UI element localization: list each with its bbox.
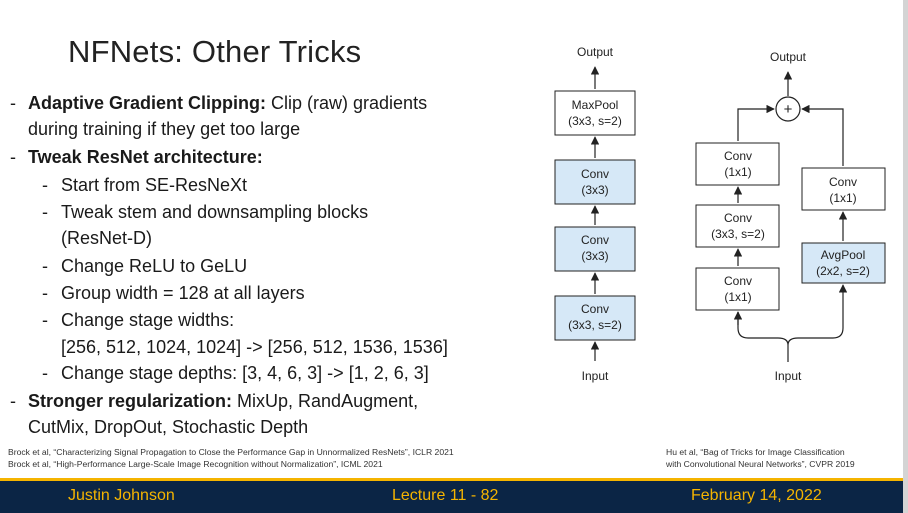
block-label: MaxPool [572, 98, 619, 112]
sub-bullet-continuation: [256, 512, 1024, 1024] -> [256, 512, 153… [61, 337, 448, 357]
block-sub-label: (2x2, s=2) [816, 264, 870, 278]
block-sub-label: (3x3, s=2) [568, 318, 622, 332]
sub-bullet-continuation: (ResNet-D) [61, 228, 153, 248]
conv-block [695, 204, 780, 248]
slide-title: NFNets: Other Tricks [68, 34, 362, 69]
reference-left-2: Brock et al, “High-Performance Large-Sca… [8, 459, 383, 469]
block-label: Conv [581, 233, 609, 247]
conv-block [554, 295, 636, 341]
block-label: AvgPool [821, 248, 865, 262]
stem-diagram: Output MaxPool (3x3, s=2) Conv (3x3) Con… [554, 45, 636, 383]
slide-footer: Justin Johnson Lecture 11 - 82 February … [0, 478, 903, 513]
reference-right-1: Hu et al, “Bag of Tricks for Image Class… [666, 447, 845, 457]
block-label: Conv [724, 149, 752, 163]
conv-block [554, 159, 636, 205]
footer-date: February 14, 2022 [691, 487, 822, 504]
reference-right-2: with Convolutional Neural Networks”, CVP… [666, 459, 855, 469]
block-output-label: Output [770, 50, 807, 64]
avgpool-block [801, 242, 886, 284]
block-label: Conv [581, 302, 609, 316]
plus-icon: + [784, 101, 793, 118]
maxpool-block [554, 90, 636, 136]
conv-block [554, 226, 636, 272]
block-sub-label: (1x1) [829, 191, 856, 205]
conv-block [695, 267, 780, 311]
downsampling-diagram: Output + Conv (1x1) Conv (3x3, s=2) Conv… [695, 50, 886, 383]
stem-output-label: Output [577, 45, 614, 59]
block-sub-label: (3x3, s=2) [711, 227, 765, 241]
conv-block [695, 142, 780, 186]
block-sub-label: (3x3, s=2) [568, 114, 622, 128]
reference-left-1: Brock et al, “Characterizing Signal Prop… [8, 447, 454, 457]
footer-lecture: Lecture 11 - 82 [392, 487, 499, 504]
bullet-continuation: during training if they get too large [28, 119, 301, 139]
block-sub-label: (3x3) [581, 183, 608, 197]
sum-node [775, 96, 801, 122]
bullet-continuation: CutMix, DropOut, Stochastic Depth [28, 417, 309, 437]
block-sub-label: (3x3) [581, 249, 608, 263]
block-sub-label: (1x1) [724, 165, 751, 179]
shortcut-conv-block [801, 167, 886, 211]
block-label: Conv [829, 175, 857, 189]
block-input-label: Input [775, 369, 802, 383]
footer-presenter: Justin Johnson [68, 487, 175, 504]
block-label: Conv [724, 274, 752, 288]
block-label: Conv [581, 167, 609, 181]
slide-edge [903, 0, 908, 513]
block-label: Conv [724, 211, 752, 225]
stem-input-label: Input [582, 369, 609, 383]
block-sub-label: (1x1) [724, 290, 751, 304]
